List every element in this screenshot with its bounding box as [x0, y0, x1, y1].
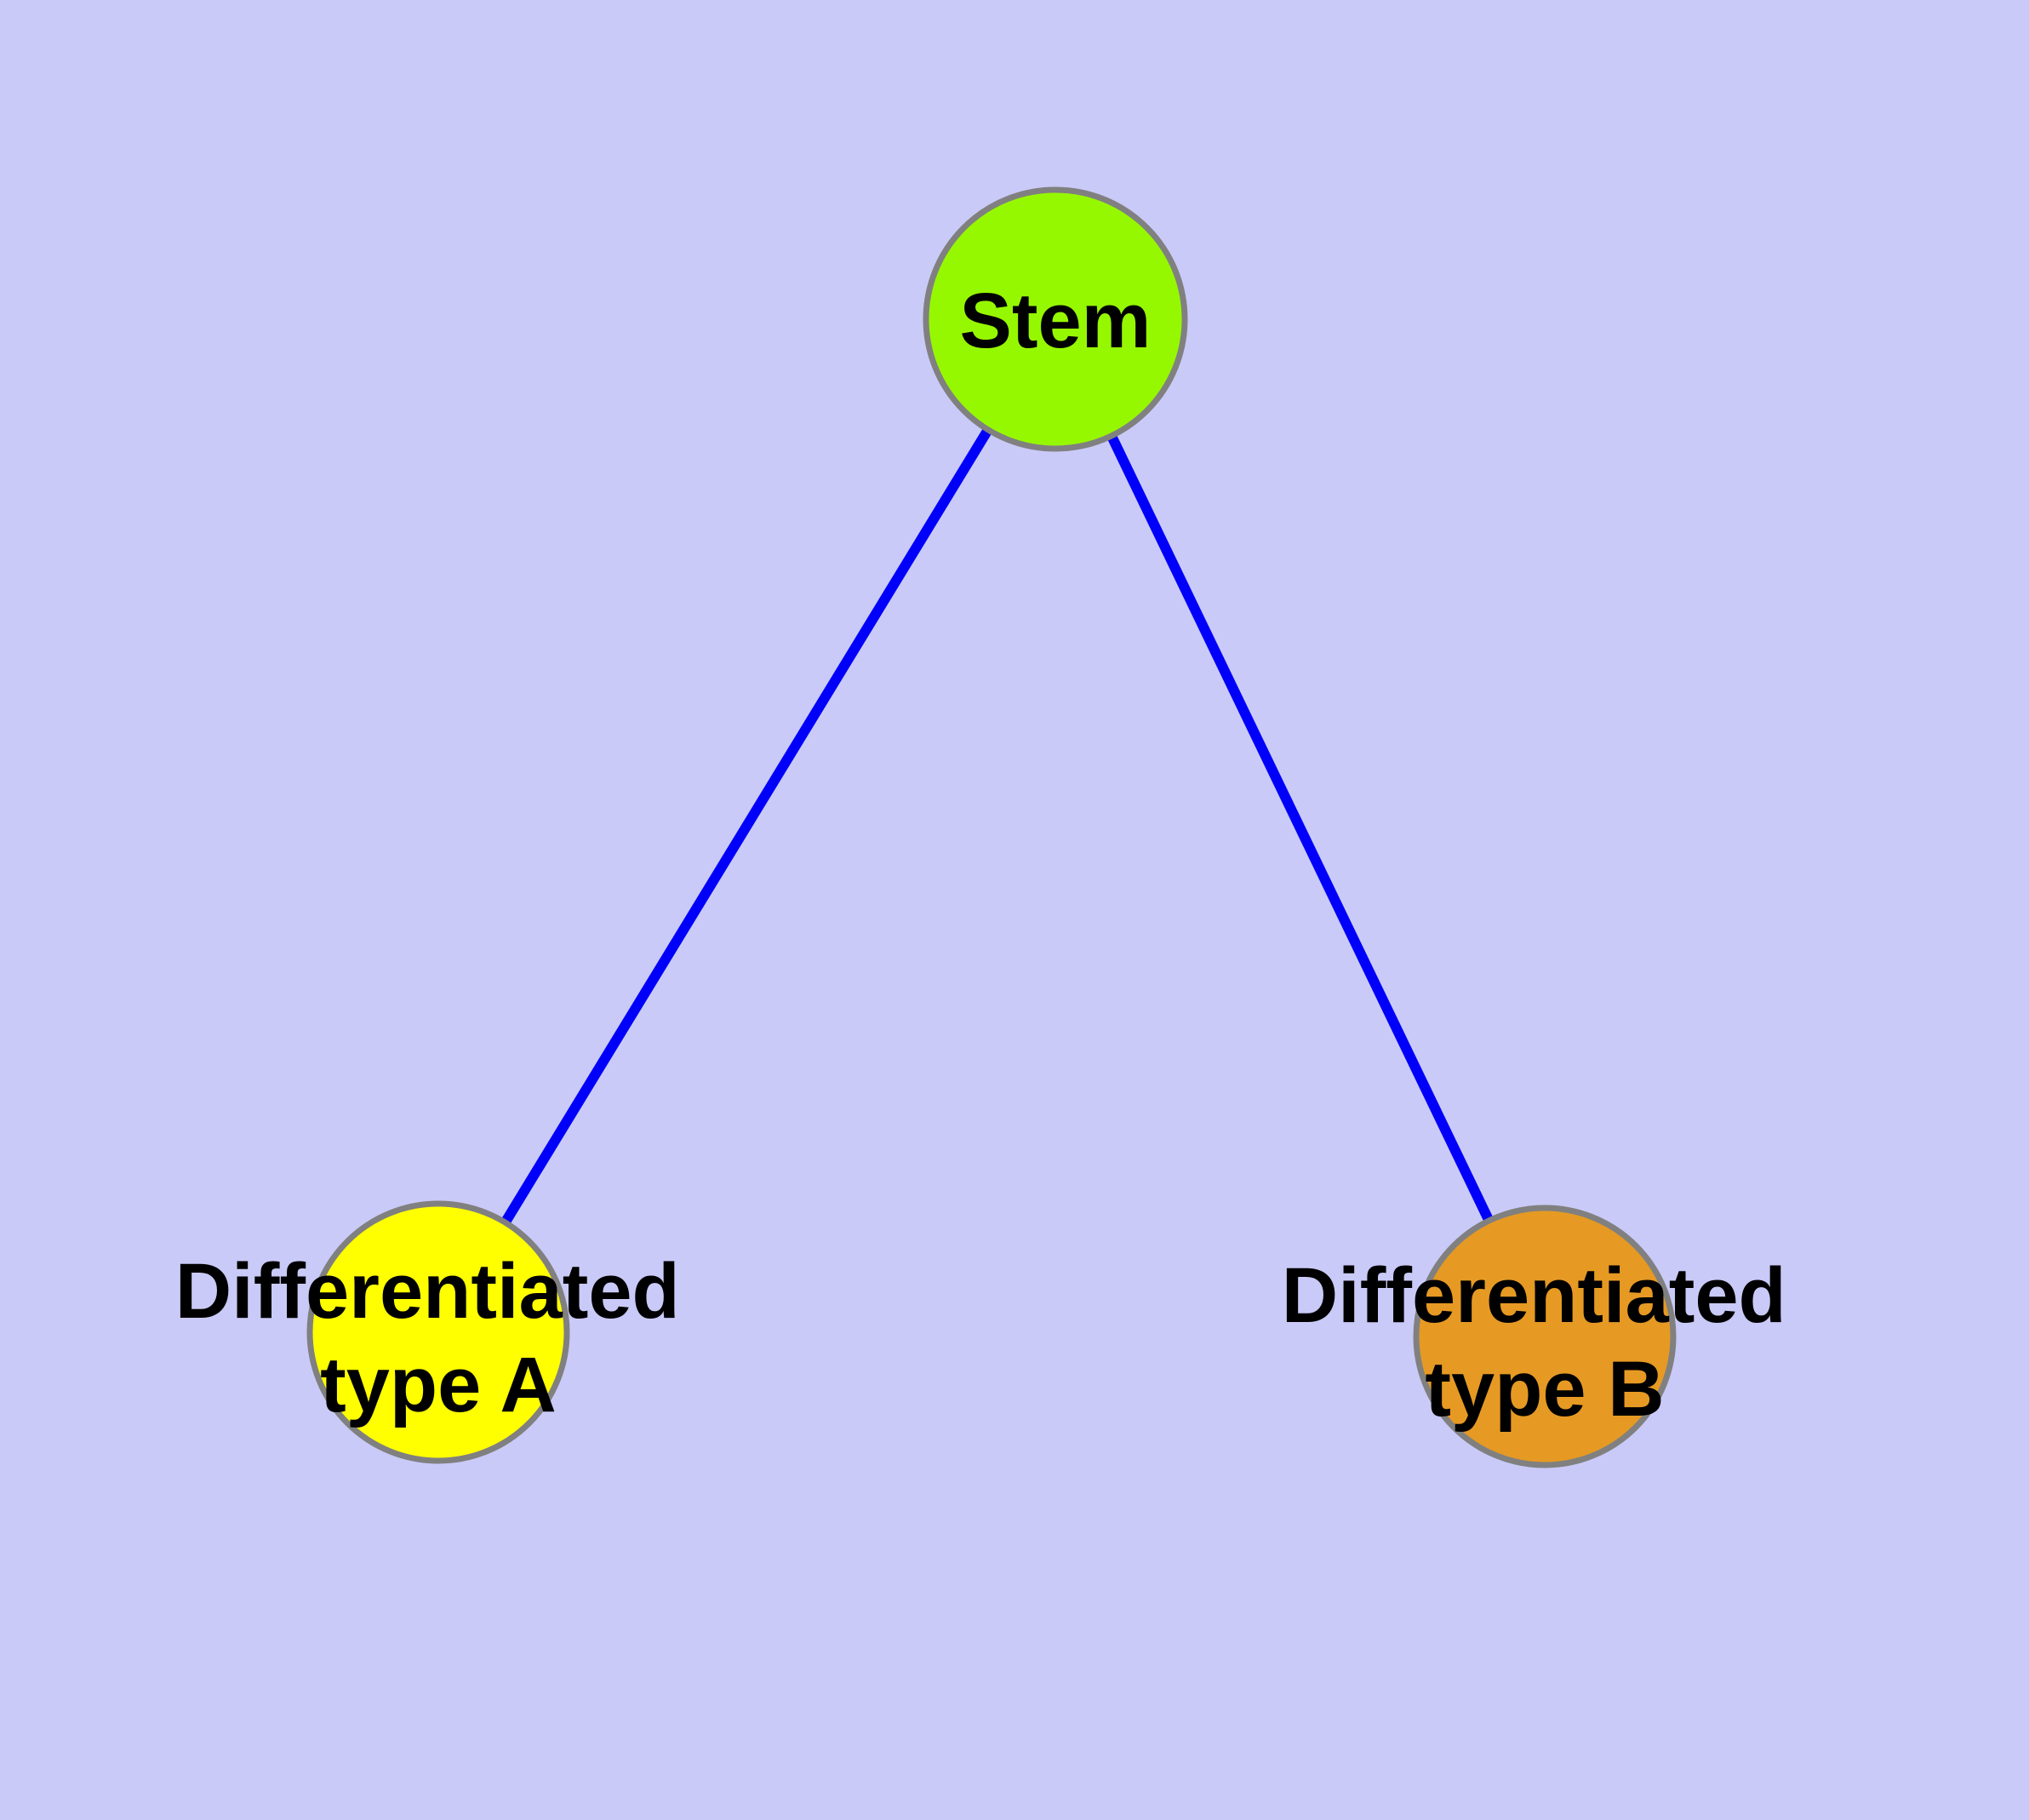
type-a-node-label: Differentiated type A [175, 1248, 702, 1428]
type-a-node [306, 1200, 570, 1464]
type-b-node-label: Differentiated type B [1282, 1252, 1809, 1433]
label-layer: Stem Differentiated type A Differentiate… [175, 278, 1809, 1433]
edge-layer [433, 316, 1550, 1339]
type-b-label-line-2: type B [1425, 1346, 1664, 1433]
edge-stem-to-type-a [433, 316, 1060, 1336]
type-a-label-line-2: type A [320, 1342, 557, 1428]
node-layer [306, 186, 1677, 1468]
type-b-label-line-1: Differentiated [1282, 1252, 1786, 1339]
stem-node [923, 186, 1188, 452]
type-a-label-line-1: Differentiated [175, 1248, 680, 1335]
type-b-node [1413, 1205, 1677, 1468]
stem-node-label: Stem [960, 278, 1152, 364]
edge-stem-to-type-b [1050, 317, 1550, 1339]
